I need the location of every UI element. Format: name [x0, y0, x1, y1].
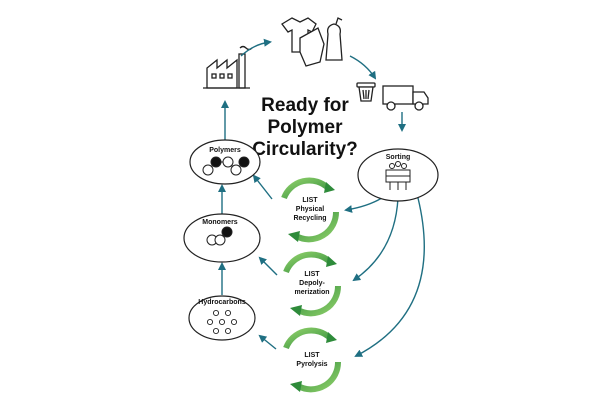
cycle-arrows: [218, 38, 425, 357]
hydrocarbon-molecule-icon: [206, 309, 238, 335]
title-line-1: Ready for: [261, 95, 349, 116]
monomer-molecule-icon: [206, 226, 233, 246]
arrow-pyrolysis-to-hydrocarbons: [258, 334, 277, 350]
physical-line-3: Recycling: [293, 215, 326, 222]
physical-recycling-cycle: LIST Physical Recycling: [281, 177, 340, 243]
pyrolysis-cycle: LIST Pyrolysis: [283, 327, 342, 393]
diagram-title: Ready for Polymer Circularity?: [252, 95, 358, 160]
arrow-depoly-to-monomers: [258, 256, 278, 276]
polymers-node: Polymers: [189, 139, 261, 185]
title-line-3: Circularity?: [252, 139, 358, 160]
title-line-2: Polymer: [268, 117, 344, 138]
factory-icon: [203, 45, 253, 89]
depolymerization-cycle: LIST Depoly- merization: [283, 251, 342, 317]
truck-icon: [382, 85, 429, 111]
arrow-sorting-to-depoly: [352, 197, 399, 282]
depoly-line-1: LIST: [304, 271, 320, 278]
trash-bin-icon: [356, 82, 376, 102]
physical-line-2: Physical: [296, 206, 324, 213]
clothing-products-icon: [281, 17, 343, 67]
monomers-node: Monomers: [183, 213, 261, 263]
monomers-label: Monomers: [202, 219, 238, 226]
polymers-label: Polymers: [209, 147, 241, 154]
pyrolysis-line-1: LIST: [304, 352, 320, 359]
recycling-cycle-icon: [281, 177, 340, 243]
pyrolysis-line-2: Pyrolysis: [296, 361, 327, 368]
recycling-cycle-icon: [283, 327, 342, 393]
arrow-products-to-bin: [349, 55, 377, 80]
depoly-line-3: merization: [294, 289, 329, 296]
arrow-sorting-to-pyrolysis: [354, 197, 425, 357]
hydrocarbons-node: Hydrocarbons: [188, 295, 256, 341]
sorting-label: Sorting: [386, 154, 411, 161]
sorting-machine-icon: [385, 161, 411, 190]
sorting-node: Sorting: [357, 148, 439, 202]
recycling-cycle-icon: [283, 251, 342, 317]
arrow-factory-to-products: [240, 38, 272, 57]
arrow-physical-to-polymers: [252, 174, 273, 200]
polymer-chain-icon: [202, 156, 250, 176]
physical-line-1: LIST: [302, 197, 318, 204]
depoly-line-2: Depoly-: [299, 280, 325, 287]
hydrocarbons-label: Hydrocarbons: [198, 299, 246, 306]
